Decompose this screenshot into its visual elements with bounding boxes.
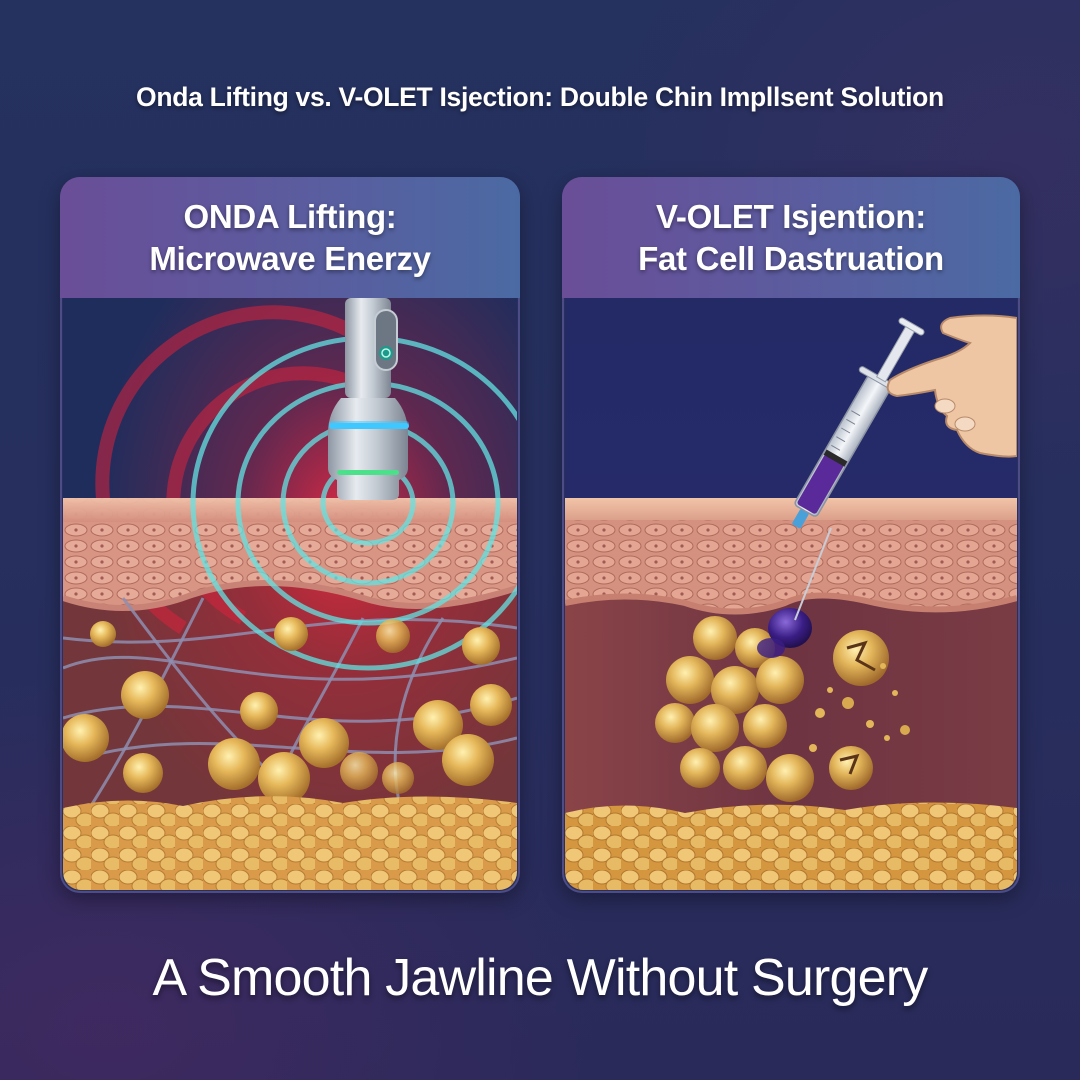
hand-icon bbox=[886, 314, 1017, 458]
ruptured-fat-cell-icon bbox=[809, 630, 910, 790]
onda-card-title-line2: Microwave Enerzy bbox=[149, 239, 431, 277]
v-olet-illustration bbox=[565, 298, 1017, 890]
onda-illustration bbox=[63, 298, 517, 890]
onda-lifting-card: ONDA Lifting: Microwave Enerzy bbox=[60, 177, 520, 893]
v-olet-card-title-line1: V-OLET Isjention: bbox=[656, 197, 926, 235]
fat-cell-icon bbox=[63, 617, 512, 804]
v-olet-card-header: V-OLET Isjention: Fat Cell Dastruation bbox=[562, 177, 1020, 298]
microwave-skin-illustration bbox=[63, 298, 517, 890]
injection-skin-illustration bbox=[565, 298, 1017, 890]
onda-card-header: ONDA Lifting: Microwave Enerzy bbox=[60, 177, 520, 298]
power-icon bbox=[379, 346, 393, 360]
v-olet-card-title-line2: Fat Cell Dastruation bbox=[638, 239, 944, 277]
fat-cell-cluster-icon bbox=[655, 616, 814, 802]
tagline: A Smooth Jawline Without Surgery bbox=[152, 949, 929, 1007]
onda-card-title-line1: ONDA Lifting: bbox=[183, 197, 397, 235]
microwave-device-icon bbox=[328, 298, 409, 500]
page-title: Onda Lifting vs. V-OLET Isjection: Doubl… bbox=[136, 82, 944, 112]
syringe-icon bbox=[792, 317, 925, 529]
v-olet-injection-card: V-OLET Isjention: Fat Cell Dastruation bbox=[562, 177, 1020, 893]
